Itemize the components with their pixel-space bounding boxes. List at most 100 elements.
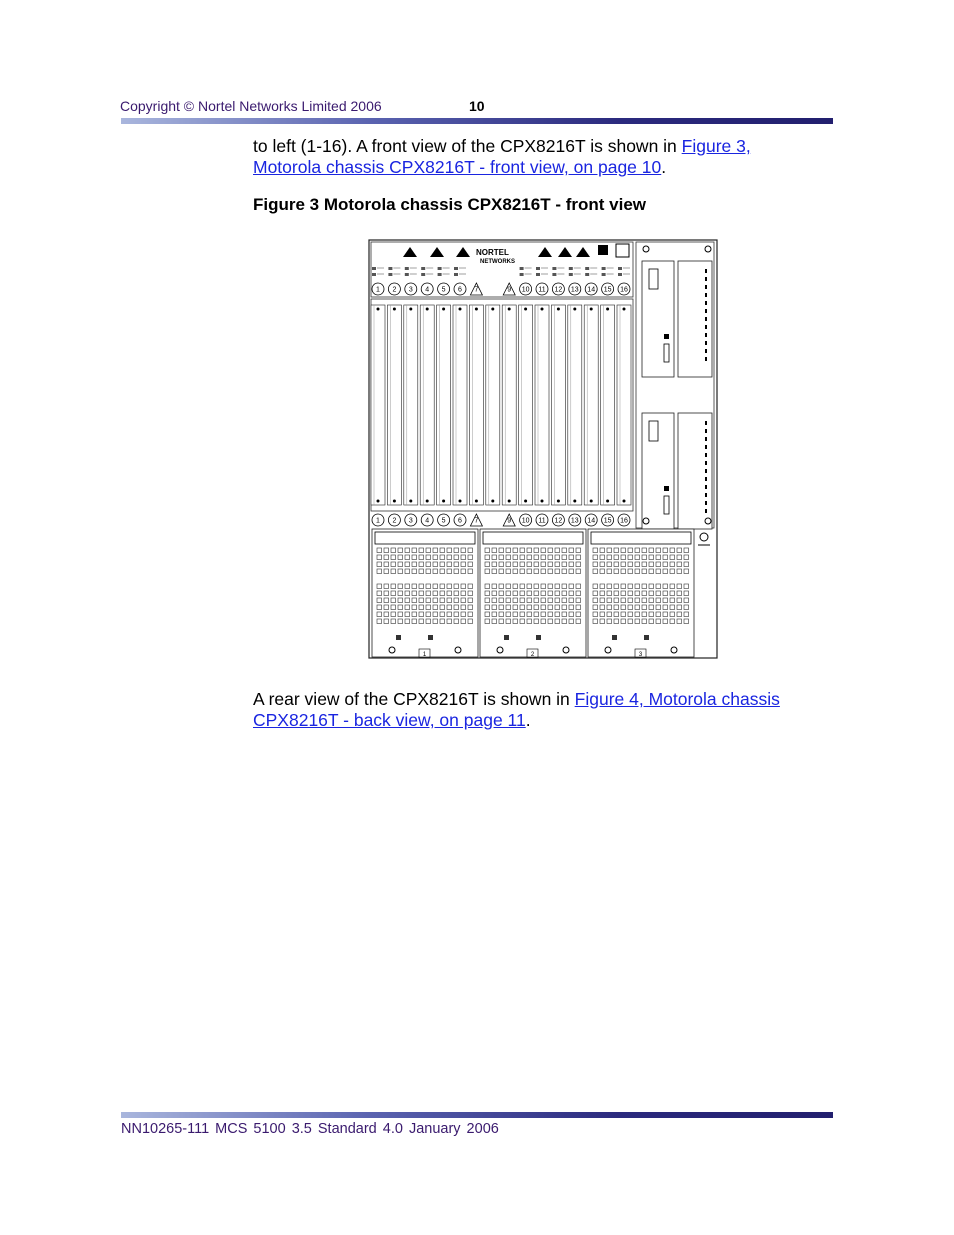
vent-hole: [446, 561, 452, 567]
ground-icon: [699, 532, 709, 542]
vent-hole: [547, 547, 553, 553]
figure4-link-part1[interactable]: Figure 4, Motorola chassis: [574, 689, 780, 709]
vent-hole: [526, 554, 532, 560]
vent-hole: [620, 590, 626, 596]
vent-hole: [376, 568, 382, 574]
slot-number-12: 12: [555, 287, 563, 294]
slot-circle-13: [568, 513, 582, 527]
status-led: [519, 273, 524, 276]
vent-hole: [505, 597, 511, 603]
vent-hole: [627, 568, 633, 574]
vent-hole: [648, 590, 654, 596]
slot-number-12: 12: [555, 518, 563, 525]
vent-hole: [512, 554, 518, 560]
figure4-link-part2[interactable]: CPX8216T - back view, on page 11: [253, 710, 526, 730]
vent-hole: [575, 611, 581, 617]
vent-hole: [648, 583, 654, 589]
vent-hole: [519, 597, 525, 603]
card-slot: [534, 304, 550, 506]
vent-hole: [460, 554, 466, 560]
vent-hole: [453, 618, 459, 624]
card-screw: [556, 499, 560, 503]
vent-hole: [453, 583, 459, 589]
psu-led: [396, 635, 401, 640]
card-screw: [622, 307, 626, 311]
vent-hole: [467, 597, 473, 603]
slot-circle-15: [601, 513, 615, 527]
figure3-link-part2[interactable]: Motorola chassis CPX8216T - front view, …: [253, 157, 662, 177]
vent-hole: [669, 611, 675, 617]
slot-number-11: 11: [538, 518, 545, 525]
vent-hole: [599, 547, 605, 553]
vent-hole: [662, 561, 668, 567]
vent-hole: [592, 561, 598, 567]
vent-hole: [446, 618, 452, 624]
card-screw: [442, 307, 446, 311]
vent-hole: [397, 590, 403, 596]
vent-hole: [540, 583, 546, 589]
vent-hole: [526, 611, 532, 617]
vent-hole: [404, 554, 410, 560]
vent-hole: [627, 597, 633, 603]
vent-hole: [533, 597, 539, 603]
vent-hole: [425, 554, 431, 560]
status-led: [618, 273, 622, 276]
vent-hole: [568, 590, 574, 596]
vent-hole: [676, 568, 682, 574]
slot-number-13: 13: [571, 518, 579, 525]
vent-hole: [526, 547, 532, 553]
vent-hole: [627, 611, 633, 617]
vent-hole: [411, 561, 417, 567]
psu-led: [536, 635, 541, 640]
vent-hole: [432, 547, 438, 553]
card-slot: [469, 304, 484, 506]
vent-hole: [683, 568, 689, 574]
slot-number-2: 2: [392, 518, 396, 525]
card-screw: [458, 307, 462, 311]
vent-hole: [425, 597, 431, 603]
vent-hole: [376, 554, 382, 560]
psu-number-2: 2: [531, 652, 535, 658]
vent-hole: [505, 618, 511, 624]
vent-hole: [547, 590, 553, 596]
paragraph-front-view: to left (1-16). A front view of the CPX8…: [253, 136, 853, 178]
vent-hole: [453, 597, 459, 603]
slot-circle-14: [584, 282, 598, 296]
psu-number-1: 1: [423, 652, 427, 658]
vent-hole: [505, 547, 511, 553]
vent-hole: [655, 583, 661, 589]
vent-hole: [505, 568, 511, 574]
vent-hole: [606, 561, 612, 567]
slot-number-6: 6: [458, 518, 462, 525]
vent-hole: [439, 547, 445, 553]
vent-hole: [561, 561, 567, 567]
status-led: [568, 267, 573, 270]
vent-hole: [669, 590, 675, 596]
vent-hole: [491, 568, 497, 574]
vent-hole: [627, 604, 633, 610]
vent-hole: [418, 568, 424, 574]
vent-hole: [606, 618, 612, 624]
vent-hole: [453, 547, 459, 553]
vent-hole: [519, 604, 525, 610]
vent-hole: [453, 554, 459, 560]
slot-circle-4: [420, 282, 434, 296]
vent-hole: [683, 547, 689, 553]
vent-hole: [648, 604, 654, 610]
vent-hole: [533, 554, 539, 560]
vent-hole: [446, 604, 452, 610]
vent-hole: [383, 547, 389, 553]
card-screw: [524, 307, 528, 311]
vent-hole: [432, 597, 438, 603]
vent-hole: [606, 604, 612, 610]
vent-hole: [683, 554, 689, 560]
vent-hole: [512, 611, 518, 617]
paragraph-rear-view: A rear view of the CPX8216T is shown in …: [253, 689, 853, 731]
status-led: [372, 267, 376, 270]
vent-hole: [561, 568, 567, 574]
chassis-screw: [704, 517, 712, 525]
figure3-link-part1[interactable]: Figure 3,: [681, 136, 751, 156]
vent-hole: [383, 618, 389, 624]
vent-hole: [418, 561, 424, 567]
card-screw: [425, 499, 429, 503]
